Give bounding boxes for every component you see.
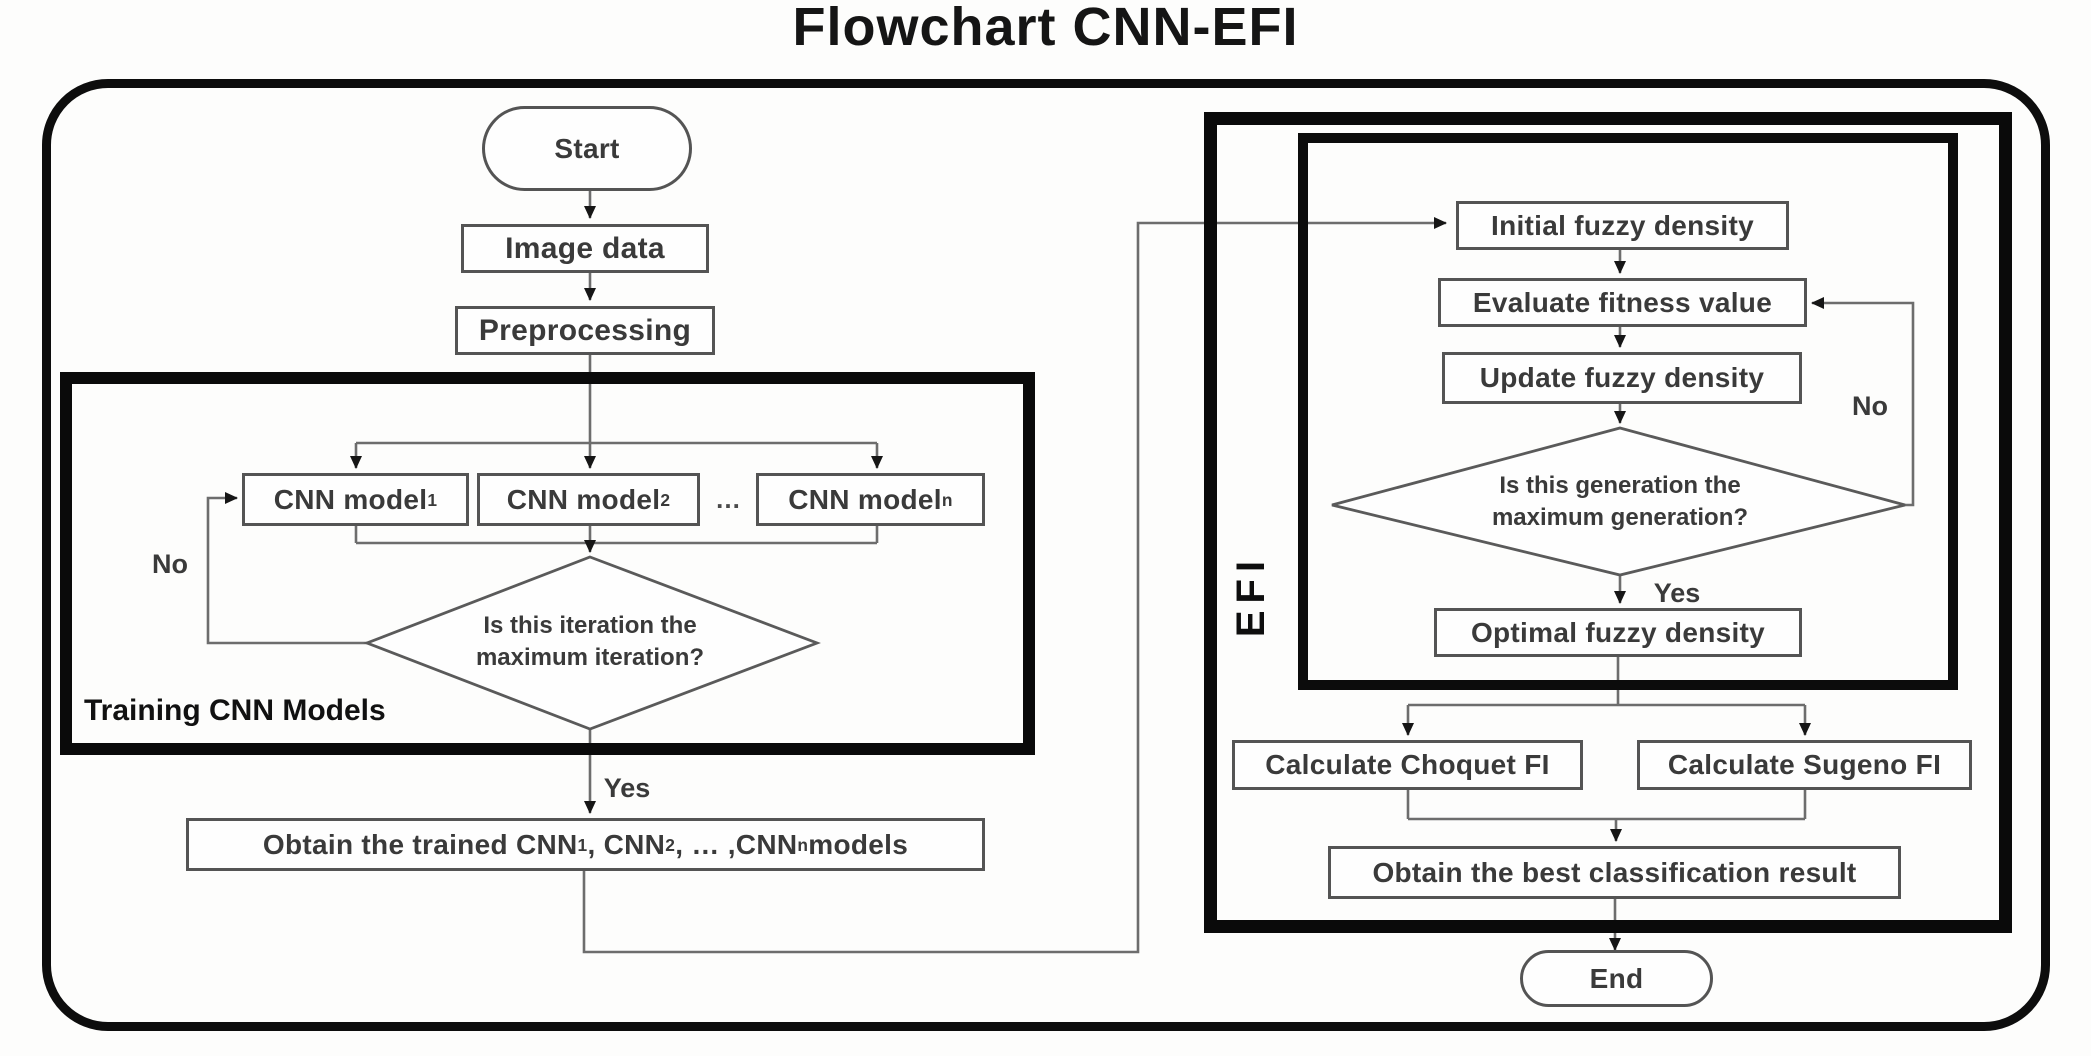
cnn-models-ellipsis: … (715, 484, 743, 514)
decision-generation-text: Is this generation the maximum generatio… (1440, 467, 1800, 537)
outer-frame (42, 79, 2050, 1031)
node-calculate-sugeno-fi: Calculate Sugeno FI (1637, 740, 1972, 790)
decision-generation-line1: Is this generation the (1499, 471, 1741, 499)
decision-generation-line2: maximum generation? (1491, 504, 1749, 531)
node-obtain-best-result: Obtain the best classification result (1328, 846, 1901, 899)
label-yes-right: Yes (1653, 577, 1701, 608)
node-update-fuzzy-density: Update fuzzy density (1442, 352, 1802, 404)
decision-generation-shape (1331, 426, 1906, 577)
efi-inner-box (1298, 133, 1958, 690)
decision-iteration-shape (363, 555, 821, 731)
node-calculate-choquet-fi: Calculate Choquet FI (1232, 740, 1583, 790)
decision-iteration-line2: maximum iteration? (475, 644, 705, 671)
node-optimal-fuzzy-density: Optimal fuzzy density (1434, 608, 1802, 657)
connector-no-loop-right (1811, 297, 1915, 507)
decision-iteration-line1: Is this iteration the (483, 611, 697, 639)
label-no-right: No (1852, 390, 1888, 421)
node-image-data: Image data (461, 224, 709, 273)
node-preprocessing: Preprocessing (455, 306, 715, 355)
node-start: Start (482, 106, 692, 191)
connector-no-loop-left (206, 492, 367, 645)
efi-group-label: EFI (1206, 490, 1298, 700)
node-evaluate-fitness-value: Evaluate fitness value (1438, 278, 1807, 327)
label-yes-left: Yes (603, 772, 651, 803)
node-end: End (1520, 950, 1713, 1007)
label-no-left: No (152, 548, 188, 579)
page-title: Flowchart CNN-EFI (792, 0, 1299, 57)
training-group-label: Training CNN Models (84, 694, 386, 727)
training-group-box (60, 372, 1035, 755)
decision-iteration-text: Is this iteration the maximum iteration? (430, 607, 750, 677)
efi-group-label-text: EFI (1229, 553, 1274, 637)
connector-obtain-to-efi (582, 217, 1447, 954)
efi-group-box (1204, 112, 2012, 933)
node-initial-fuzzy-density: Initial fuzzy density (1456, 201, 1789, 250)
